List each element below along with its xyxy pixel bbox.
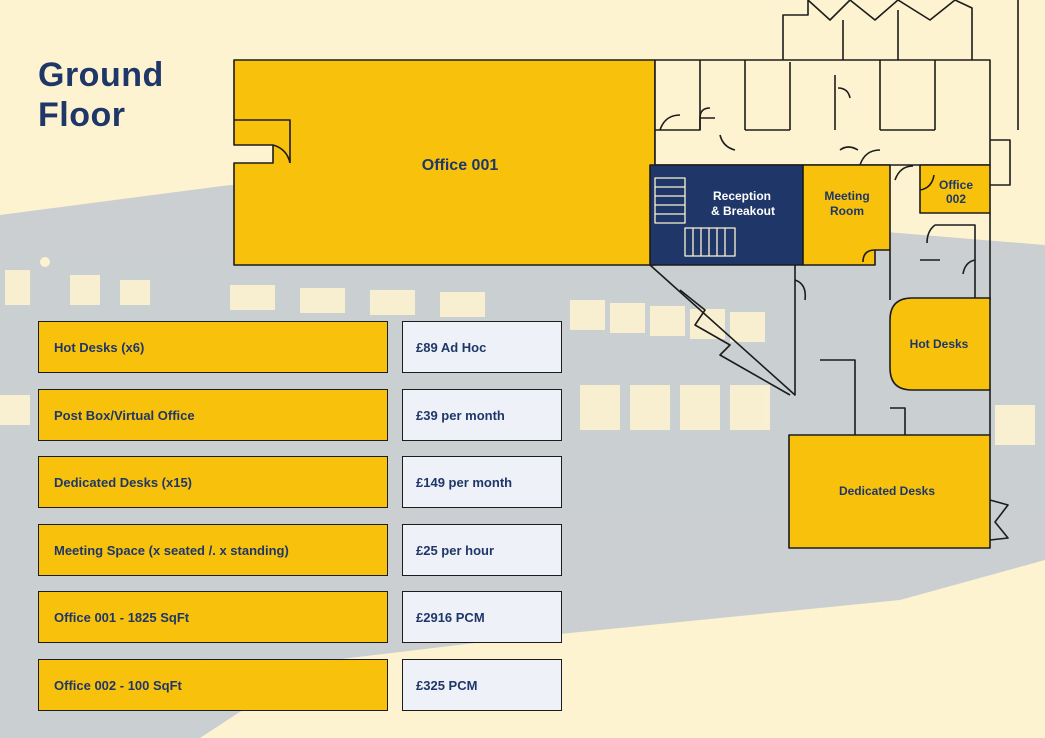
meeting-room [802, 164, 891, 266]
pricing-label: Office 001 - 1825 SqFt [38, 591, 388, 643]
pricing-row: Office 002 - 100 SqFt £325 PCM [38, 659, 562, 711]
page-title: Ground Floor [38, 55, 164, 135]
hot-desks-label: Hot Desks [910, 337, 969, 351]
reception-label-line-2: & Breakout [711, 204, 775, 218]
pricing-price: £39 per month [402, 389, 562, 441]
meeting-room-label-line-2: Room [830, 204, 864, 218]
pricing-row: Dedicated Desks (x15) £149 per month [38, 456, 562, 508]
pricing-row: Office 001 - 1825 SqFt £2916 PCM [38, 591, 562, 643]
page-title-line-2: Floor [38, 96, 126, 134]
pricing-price: £25 per hour [402, 524, 562, 576]
dedicated-desks-label: Dedicated Desks [839, 484, 935, 498]
pricing-row: Hot Desks (x6) £89 Ad Hoc [38, 321, 562, 373]
pricing-label: Meeting Space (x seated /. x standing) [38, 524, 388, 576]
page-title-line-1: Ground [38, 56, 164, 94]
office-002-room [919, 164, 991, 214]
office-001-label: Office 001 [422, 157, 499, 174]
pricing-row: Meeting Space (x seated /. x standing) £… [38, 524, 562, 576]
upper-rooms-outline [654, 59, 991, 166]
office-002-label-line-2: 002 [946, 192, 966, 206]
pricing-row: Post Box/Virtual Office £39 per month [38, 389, 562, 441]
office-001-room [233, 59, 656, 266]
hot-desks-room [889, 297, 991, 391]
pricing-price: £89 Ad Hoc [402, 321, 562, 373]
pricing-label: Hot Desks (x6) [38, 321, 388, 373]
pricing-price: £325 PCM [402, 659, 562, 711]
dedicated-desks-room [788, 434, 1009, 549]
meeting-room-label-line-1: Meeting [824, 189, 869, 203]
pricing-label: Dedicated Desks (x15) [38, 456, 388, 508]
office-002-label-line-1: Office [939, 178, 973, 192]
pricing-price: £149 per month [402, 456, 562, 508]
pricing-label: Office 002 - 100 SqFt [38, 659, 388, 711]
pricing-label: Post Box/Virtual Office [38, 389, 388, 441]
pricing-price: £2916 PCM [402, 591, 562, 643]
reception-label-line-1: Reception [713, 189, 771, 203]
